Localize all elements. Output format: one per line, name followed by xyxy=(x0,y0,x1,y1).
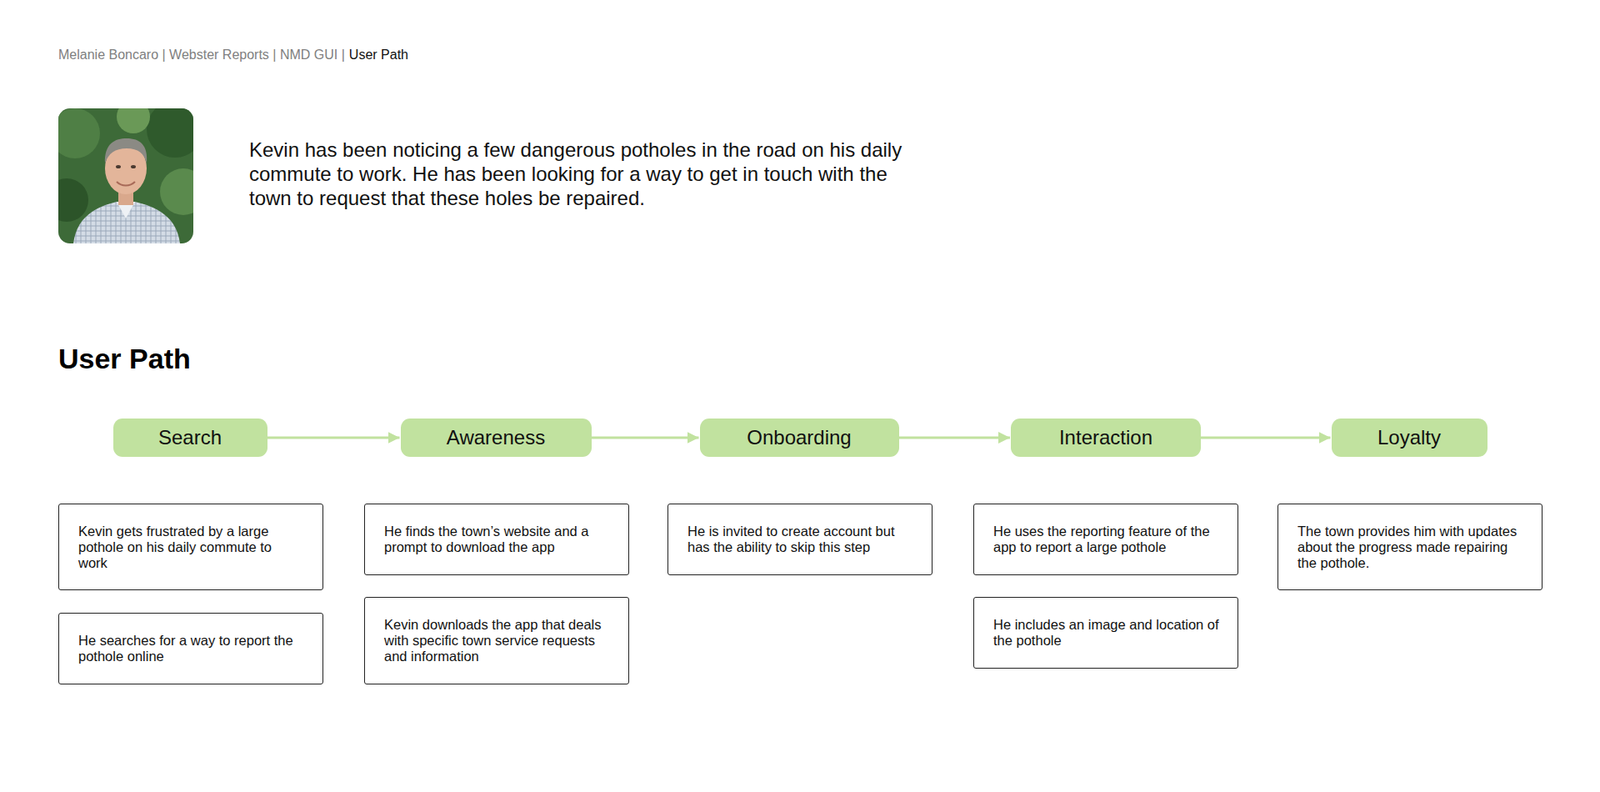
step-text: He uses the reporting feature of the app… xyxy=(993,523,1220,555)
step-box: He includes an image and location of the… xyxy=(973,596,1239,669)
step-text: He finds the town’s website and a prompt… xyxy=(384,523,610,555)
step-box: The town provides him with updates about… xyxy=(1277,503,1543,590)
step-box: He is invited to create account but has … xyxy=(667,503,933,575)
flow-arrow xyxy=(267,436,400,440)
breadcrumb: Melanie Boncaro | Webster Reports | NMD … xyxy=(58,46,409,64)
flow-arrow xyxy=(591,436,700,440)
stage-pill: Onboarding xyxy=(700,418,900,457)
flow-arrow xyxy=(899,436,1011,440)
persona-description: Kevin has been noticing a few dangerous … xyxy=(249,137,933,210)
stage-pill: Awareness xyxy=(400,418,592,457)
persona-text: Kevin has been noticing a few dangerous … xyxy=(249,137,933,210)
step-box: He uses the reporting feature of the app… xyxy=(973,503,1239,575)
step-text: He searches for a way to report the poth… xyxy=(78,632,305,665)
stage-pill: Interaction xyxy=(1010,418,1201,457)
persona-photo xyxy=(58,108,194,244)
stage-pill: Loyalty xyxy=(1331,418,1488,457)
step-box: Kevin gets frustrated by a large pothole… xyxy=(58,503,324,590)
step-text: He is invited to create account but has … xyxy=(687,523,914,555)
stage-pill: Search xyxy=(113,418,268,457)
breadcrumb-current: User Path xyxy=(349,46,409,64)
step-text: Kevin gets frustrated by a large pothole… xyxy=(78,523,305,571)
flow-arrow xyxy=(1200,436,1331,440)
step-box: He finds the town’s website and a prompt… xyxy=(364,503,630,575)
stage-label: Loyalty xyxy=(1377,425,1441,450)
step-text: The town provides him with updates about… xyxy=(1297,523,1524,571)
step-text: He includes an image and location of the… xyxy=(993,616,1220,649)
stage-label: Onboarding xyxy=(746,425,851,450)
step-text: Kevin downloads the app that deals with … xyxy=(384,616,610,665)
stage-label: Awareness xyxy=(446,425,545,450)
step-box: Kevin downloads the app that deals with … xyxy=(364,596,630,685)
stage-label: Interaction xyxy=(1059,425,1153,450)
step-box: He searches for a way to report the poth… xyxy=(58,612,324,685)
breadcrumb-path: Melanie Boncaro | Webster Reports | NMD … xyxy=(58,46,345,64)
section-title: User Path xyxy=(58,341,191,375)
stage-label: Search xyxy=(158,425,222,450)
